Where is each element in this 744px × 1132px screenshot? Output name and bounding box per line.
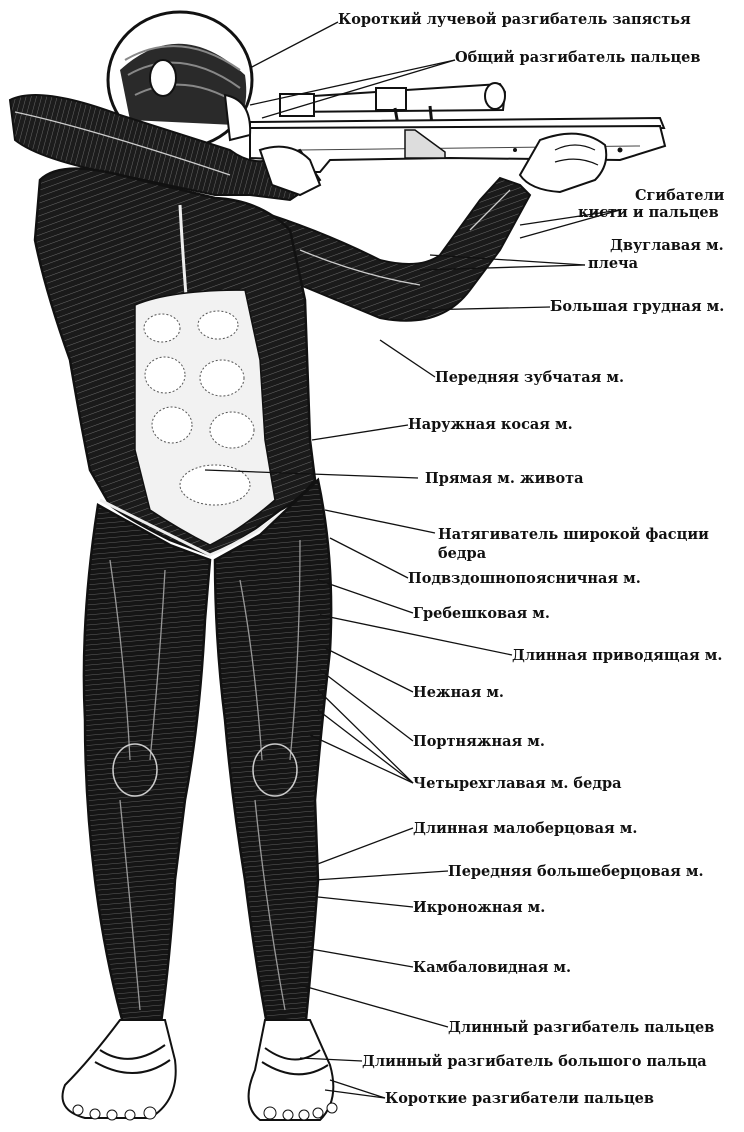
label-flexors-2: кисти и пальцев — [578, 205, 719, 221]
label-tensor-2: бедра — [438, 545, 486, 562]
label-soleus: Камбаловидная м. — [413, 960, 571, 976]
label-rectus-abd: Прямая м. живота — [425, 471, 584, 487]
legs — [84, 480, 331, 1030]
label-ext-carpi-radialis-brevis: Короткий лучевой разгибатель запястья — [338, 12, 691, 28]
label-ext-oblique: Наружная косая м. — [408, 417, 573, 433]
label-flexors-1: Сгибатели — [635, 188, 724, 204]
label-tensor-1: Натягиватель широкой фасции — [438, 526, 709, 543]
feet — [63, 1020, 338, 1120]
label-ext-digitorum: Общий разгибатель пальцев — [455, 50, 700, 66]
label-peroneus-longus: Длинная малоберцовая м. — [413, 821, 637, 837]
label-ext-hallucis-longus: Длинный разгибатель большого пальца — [362, 1054, 707, 1070]
label-ext-dig-longus: Длинный разгибатель пальцев — [448, 1020, 714, 1036]
label-iliopsoas: Подвздошнопоясничная м. — [408, 571, 641, 587]
label-tibialis-ant: Передняя большеберцовая м. — [448, 864, 704, 880]
label-pectoralis: Большая грудная м. — [550, 299, 724, 315]
label-serratus: Передняя зубчатая м. — [435, 370, 624, 386]
label-quadriceps: Четырехглавая м. бедра — [413, 776, 622, 792]
label-adductor-longus: Длинная приводящая м. — [512, 648, 722, 664]
torso — [35, 169, 318, 555]
label-ext-dig-brevis: Короткие разгибатели пальцев — [385, 1091, 654, 1107]
label-gastrocnemius: Икроножная м. — [413, 900, 545, 916]
label-sartorius: Портняжная м. — [413, 734, 545, 750]
label-pectineus: Гребешковая м. — [413, 606, 550, 622]
label-biceps-1: Двуглавая м. — [610, 238, 724, 254]
label-gracilis: Нежная м. — [413, 685, 504, 701]
label-biceps-2: плеча — [588, 256, 638, 272]
